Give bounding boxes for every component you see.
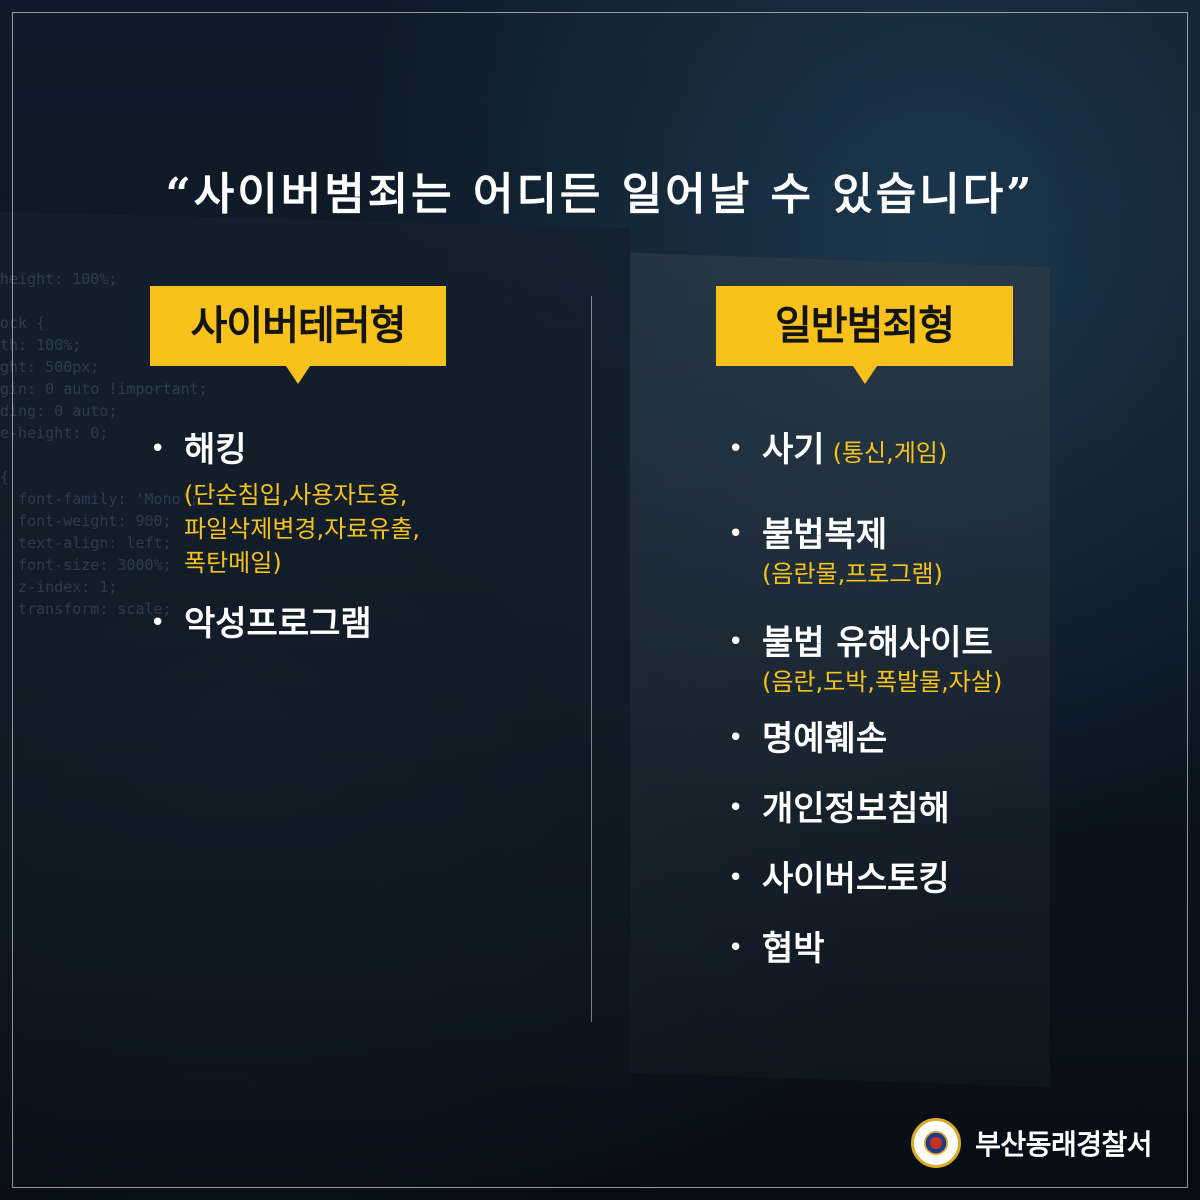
item-label: 협박 xyxy=(762,929,825,969)
list-item-malware: • 악성프로그램 xyxy=(150,602,570,646)
cyber-terror-list: • 해킹 (단순침입,사용자도용, 파일삭제변경,자료유출, 폭탄메일) • 악… xyxy=(150,428,570,646)
list-item-threat: • 협박 xyxy=(728,927,1168,971)
column-divider xyxy=(591,296,592,1022)
list-item-fraud: • 사기(통신,게임) xyxy=(728,428,1168,475)
item-label-text: 사기 xyxy=(762,430,825,470)
border-frame xyxy=(12,12,1188,1188)
police-seal-icon xyxy=(911,1118,962,1168)
list-item-piracy: • 불법복제 (음란물,프로그램) xyxy=(728,513,1168,591)
item-detail: (음란,도박,폭발물,자살) xyxy=(762,668,1003,696)
item-detail: 폭탄메일) xyxy=(184,549,282,577)
background-code-texture: height: 100%; ock { th: 100%; ght: 500px… xyxy=(0,270,208,618)
item-label: 사이버스토킹 xyxy=(762,859,950,899)
item-label: 개인정보침해 xyxy=(762,789,950,829)
item-label: 불법복제 xyxy=(762,515,888,555)
footer-logo: 부산동래경찰서 xyxy=(911,1116,1152,1170)
bullet-icon: • xyxy=(728,863,744,893)
bullet-icon: • xyxy=(728,627,744,657)
organization-name: 부산동래경찰서 xyxy=(975,1128,1152,1161)
list-item-harmful-sites: • 불법 유해사이트 (음란,도박,폭발물,자살) xyxy=(728,621,1168,699)
item-detail: (음란물,프로그램) xyxy=(762,560,943,588)
item-detail: 파일삭제변경,자료유출, xyxy=(184,515,421,543)
bullet-icon: • xyxy=(728,434,744,464)
category-tag-general-crime: 일반범죄형 xyxy=(716,286,1013,384)
bullet-icon: • xyxy=(728,933,744,963)
headline: “사이버범죄는 어디든 일어날 수 있습니다” xyxy=(165,169,1035,220)
bullet-icon: • xyxy=(150,434,166,464)
general-crime-list: • 사기(통신,게임) • 불법복제 (음란물,프로그램) • 불법 유해사이트… xyxy=(728,428,1168,971)
list-item-privacy: • 개인정보침해 xyxy=(728,787,1168,831)
bullet-icon: • xyxy=(728,723,744,753)
item-label: 해킹 xyxy=(184,430,247,470)
item-label: 악성프로그램 xyxy=(184,604,372,644)
item-detail: (통신,게임) xyxy=(832,439,948,467)
bullet-icon: • xyxy=(150,608,166,638)
item-label: 사기(통신,게임) xyxy=(762,428,1168,475)
list-item-defamation: • 명예훼손 xyxy=(728,717,1168,761)
item-detail: (단순침입,사용자도용, xyxy=(184,481,408,509)
category-tag-cyber-terror: 사이버테러형 xyxy=(150,286,446,384)
list-item-stalking: • 사이버스토킹 xyxy=(728,857,1168,901)
item-label: 불법 유해사이트 xyxy=(762,623,993,663)
item-label: 명예훼손 xyxy=(762,719,888,759)
bullet-icon: • xyxy=(728,793,744,823)
seal-emblem xyxy=(924,1131,949,1155)
list-item-hacking: • 해킹 (단순침입,사용자도용, 파일삭제변경,자료유출, 폭탄메일) xyxy=(150,428,570,580)
bullet-icon: • xyxy=(728,519,744,549)
